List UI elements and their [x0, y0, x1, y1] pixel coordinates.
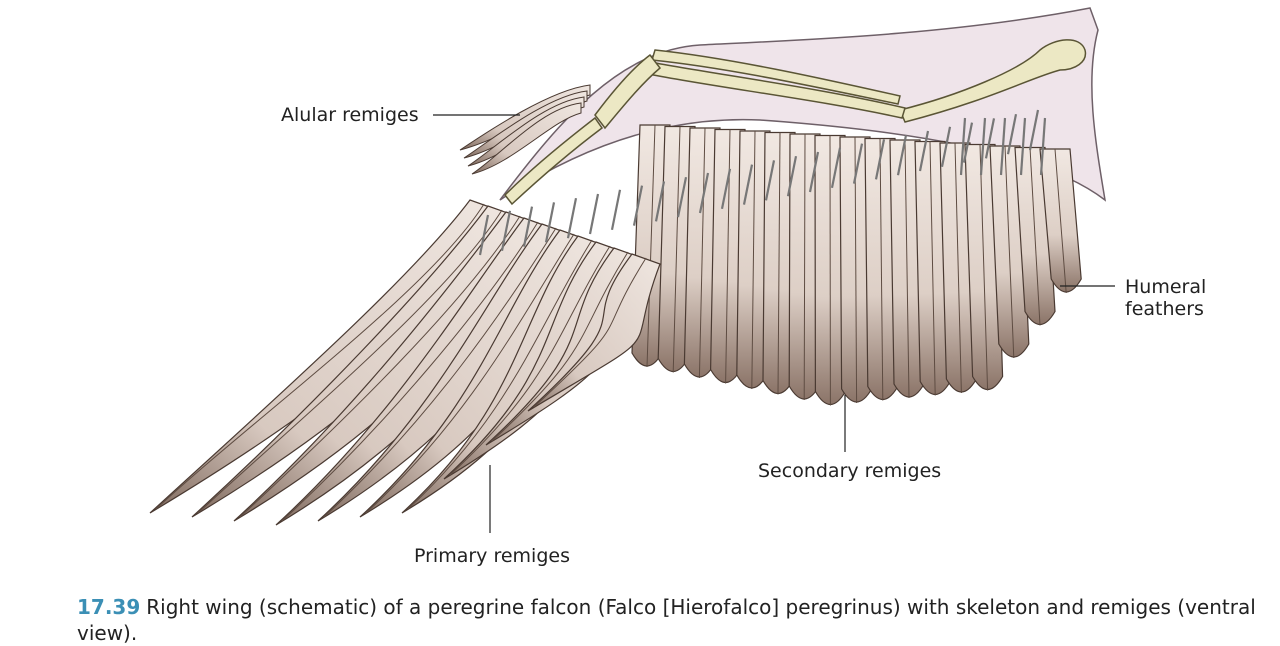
caption-number: 17.39 — [77, 595, 140, 619]
wing-drawing — [0, 0, 1280, 590]
primary-feathers — [150, 200, 660, 525]
label-humeral-line2: feathers — [1125, 298, 1206, 320]
label-humeral-line1: Humeral — [1125, 276, 1206, 298]
label-primary-remiges: Primary remiges — [414, 545, 570, 567]
quill-base — [568, 198, 576, 238]
wing-illustration — [0, 0, 1280, 590]
label-secondary-remiges: Secondary remiges — [758, 460, 941, 482]
quill-base — [590, 194, 598, 234]
caption-text: Right wing (schematic) of a peregrine fa… — [77, 595, 1256, 645]
quill-base — [612, 190, 620, 230]
label-alular-remiges: Alular remiges — [281, 104, 419, 126]
label-humeral-feathers: Humeral feathers — [1125, 276, 1206, 320]
